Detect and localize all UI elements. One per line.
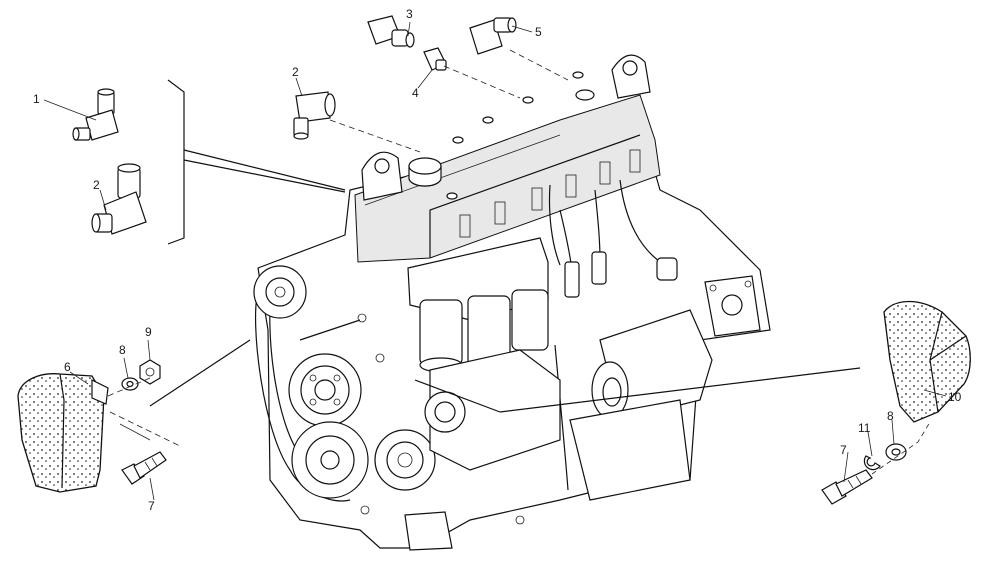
- callout-8-left: 8: [119, 343, 126, 357]
- washer-8-right: [885, 443, 907, 461]
- heat-shield-10: [883, 300, 971, 423]
- engine-assembly: [253, 54, 771, 551]
- callout-labels: 1 2 2 3 4 5 6 7 8 9 10 7 11 8: [33, 7, 962, 513]
- callout-10: 10: [948, 390, 962, 404]
- callout-7-left: 7: [148, 499, 155, 513]
- callout-2-left: 2: [93, 178, 100, 192]
- callout-3: 3: [406, 7, 413, 21]
- callout-9: 9: [145, 325, 152, 339]
- washer-8-left: [121, 377, 139, 391]
- lock-washer-11: [863, 455, 881, 471]
- callout-8-right: 8: [887, 409, 894, 423]
- bolt-7-right: [821, 469, 873, 505]
- assembly-guide-lines: [107, 49, 931, 475]
- callout-5: 5: [535, 25, 542, 39]
- elbow-fitting-2-top: [293, 91, 336, 140]
- heat-shield-6: [17, 373, 109, 493]
- callout-4: 4: [412, 86, 419, 100]
- callout-11: 11: [858, 421, 871, 435]
- elbow-fitting-1: [72, 88, 119, 141]
- callout-1: 1: [33, 92, 40, 106]
- callout-7-right: 7: [840, 443, 847, 457]
- nut-9: [139, 359, 161, 385]
- leader-lines: [43, 21, 947, 501]
- elbow-fitting-2-left: [91, 163, 147, 235]
- plug-4: [423, 47, 447, 71]
- callout-2-top: 2: [292, 65, 299, 79]
- elbow-fitting-5: [469, 17, 517, 55]
- bolt-7-left: [121, 451, 167, 485]
- callout-6: 6: [64, 360, 71, 374]
- sensor-3: [367, 15, 415, 48]
